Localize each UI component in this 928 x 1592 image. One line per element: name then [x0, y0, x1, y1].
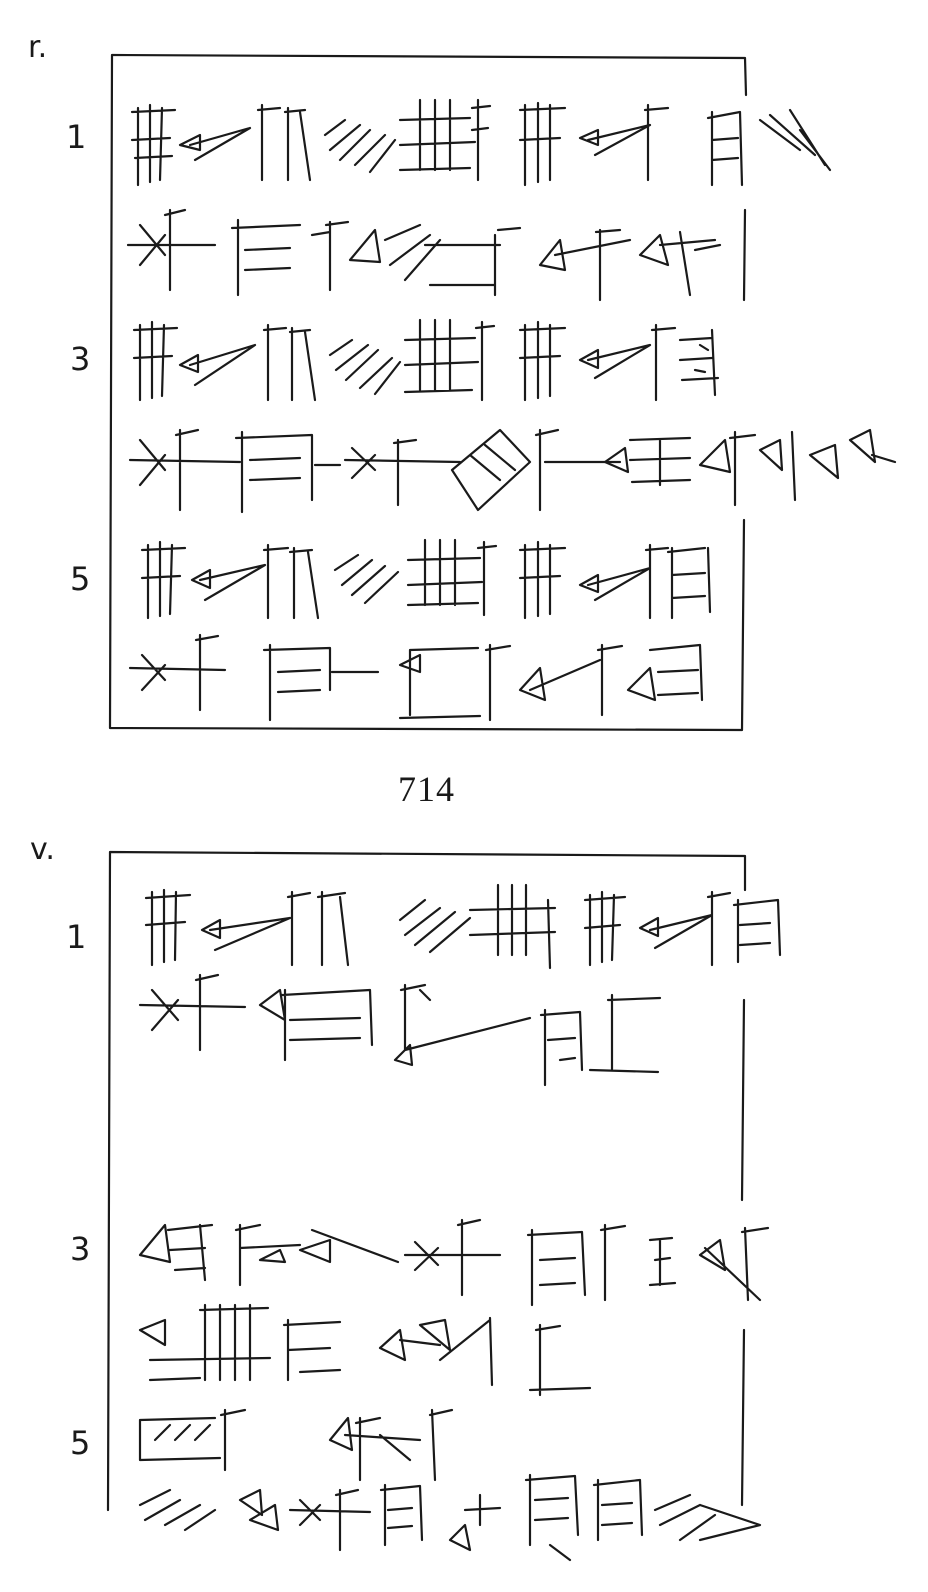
reverse-side-label: v. — [30, 832, 55, 867]
obverse-line-5-signs — [140, 538, 712, 620]
obverse-line-number-3: 3 — [70, 340, 91, 378]
catalog-number: 714 — [398, 769, 455, 809]
reverse-line-2-signs — [138, 973, 662, 1087]
obverse-side-label: r. — [28, 30, 48, 65]
obverse-cuneiform-drawing — [108, 53, 897, 732]
reverse-line-number-5: 5 — [70, 1424, 91, 1462]
obverse-line-2-signs — [126, 208, 722, 302]
obverse-line-number-5: 5 — [70, 560, 91, 598]
obverse-line-6-signs — [128, 633, 704, 722]
reverse-line-4-signs — [138, 1303, 592, 1397]
reverse-line-number-3: 3 — [70, 1230, 91, 1268]
reverse-line-5-signs — [138, 1408, 454, 1482]
obverse-line-1-signs — [130, 98, 832, 187]
obverse-line-number-1: 1 — [66, 118, 87, 156]
obverse-line-3-signs — [132, 318, 720, 402]
reverse-line-3-signs — [138, 1218, 770, 1307]
reverse-line-number-1: 1 — [66, 918, 87, 956]
reverse-line-6-signs — [138, 1473, 762, 1562]
obverse-line-4-signs — [128, 428, 897, 514]
reverse-line-1-signs — [144, 883, 782, 970]
